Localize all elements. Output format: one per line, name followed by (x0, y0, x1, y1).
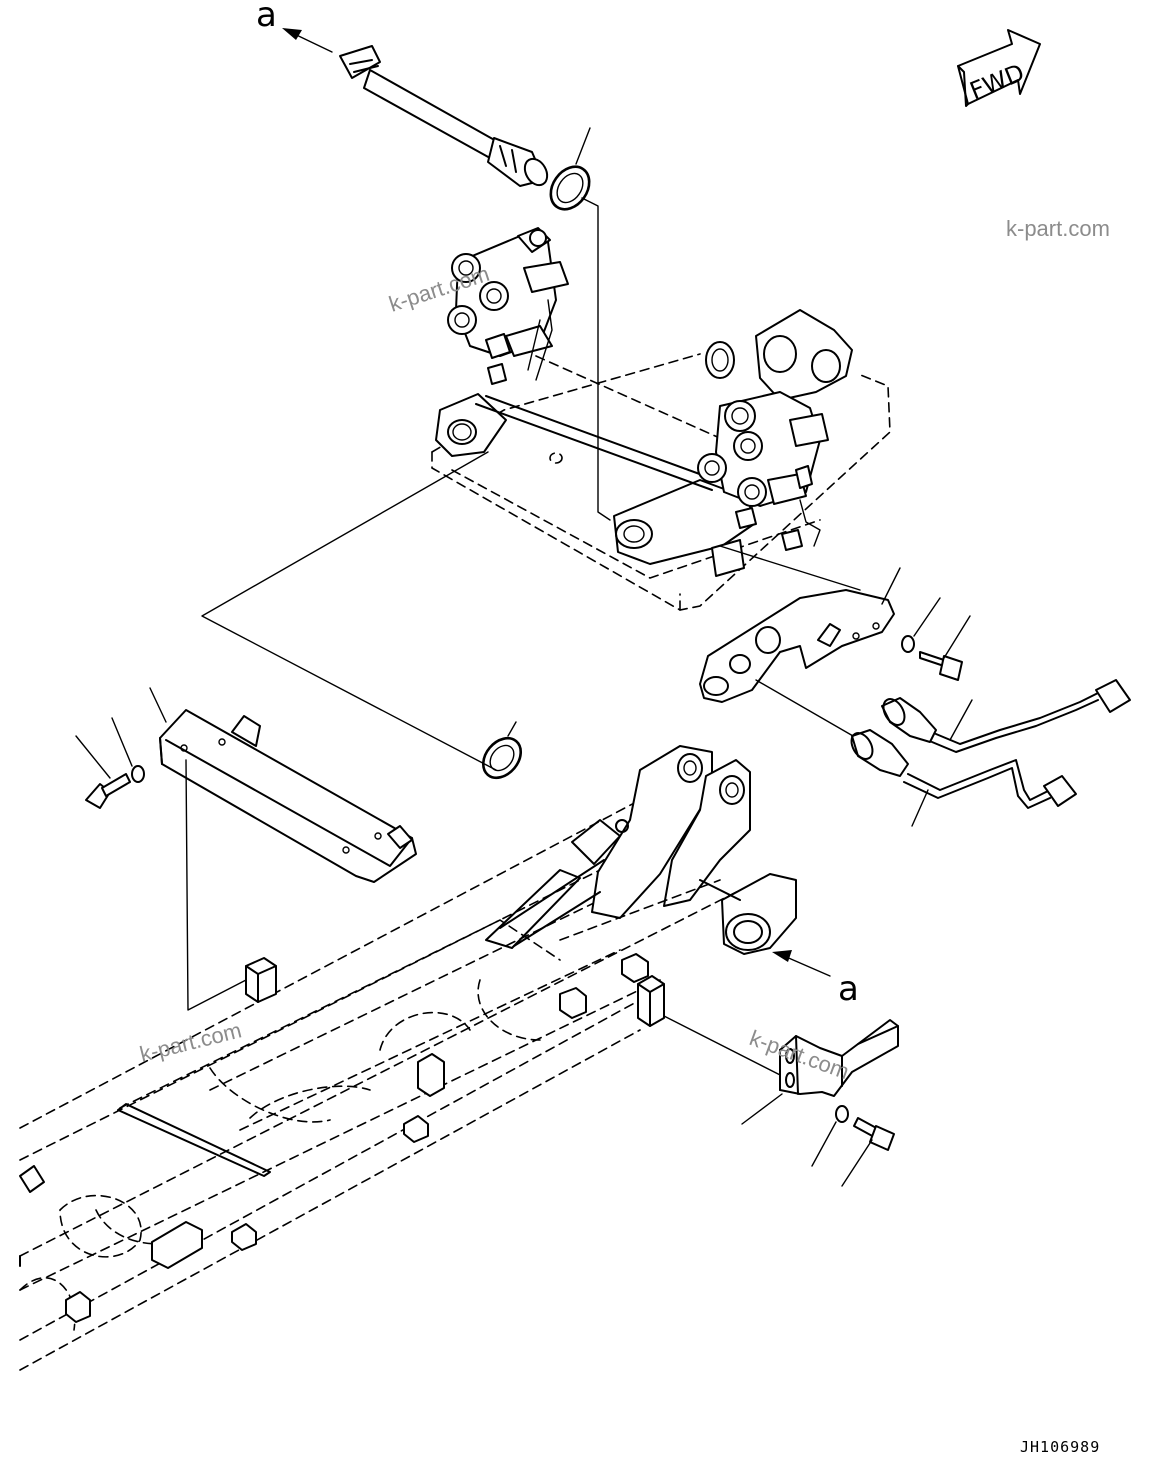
reference-a-top: a (256, 0, 333, 53)
valve-bracket-assembly (431, 227, 891, 611)
leader-line (943, 615, 971, 659)
boom-frame (19, 799, 761, 1371)
bolt-left (75, 735, 131, 809)
leader-line (201, 451, 497, 771)
arrow-head-icon (282, 28, 302, 40)
cover-plate-left (149, 687, 417, 883)
leader-line (881, 567, 901, 605)
leader-line (755, 679, 861, 741)
washer-right (901, 597, 941, 653)
leader-line (663, 1015, 791, 1081)
leader-line (913, 597, 941, 637)
hose-assembly (339, 45, 549, 187)
leader-line (507, 721, 517, 737)
leader-line (111, 717, 133, 767)
frame-bosses (65, 953, 665, 1323)
lower-bracket (741, 1019, 899, 1125)
boom-pivot-lugs (485, 745, 751, 949)
o-ring-middle (481, 721, 523, 780)
leader-line (149, 687, 167, 723)
bolt-right (919, 615, 971, 681)
leader-line (575, 127, 591, 165)
watermark: k-part.com (1006, 216, 1110, 241)
fwd-label: FWD (966, 58, 1028, 105)
watermark: k-part.com (137, 1017, 244, 1066)
o-ring-top (549, 127, 591, 211)
leader-line (911, 789, 929, 827)
leader-line (719, 545, 861, 591)
leader-line (581, 197, 611, 521)
sensor-harness (850, 679, 1131, 827)
leader-line (949, 699, 973, 741)
reference-label-bottom: a (838, 969, 859, 1009)
leader-line (185, 759, 247, 1011)
boom-front-end (559, 873, 797, 955)
sensor-bracket-plate (699, 567, 901, 703)
drawing-number: JH106989 (1020, 1438, 1100, 1456)
bolt-bottom (841, 1117, 895, 1187)
leader-line (741, 1093, 783, 1125)
fwd-arrow-icon: FWD (957, 29, 1041, 107)
washer-bottom (811, 1105, 849, 1167)
arrow-head-icon (772, 950, 792, 962)
reference-a-bottom: a (772, 950, 859, 1009)
leader-line (811, 1121, 837, 1167)
washer-left (111, 717, 145, 783)
leader-line (75, 735, 111, 779)
leader-line (841, 1139, 873, 1187)
reference-label-top: a (256, 0, 277, 35)
